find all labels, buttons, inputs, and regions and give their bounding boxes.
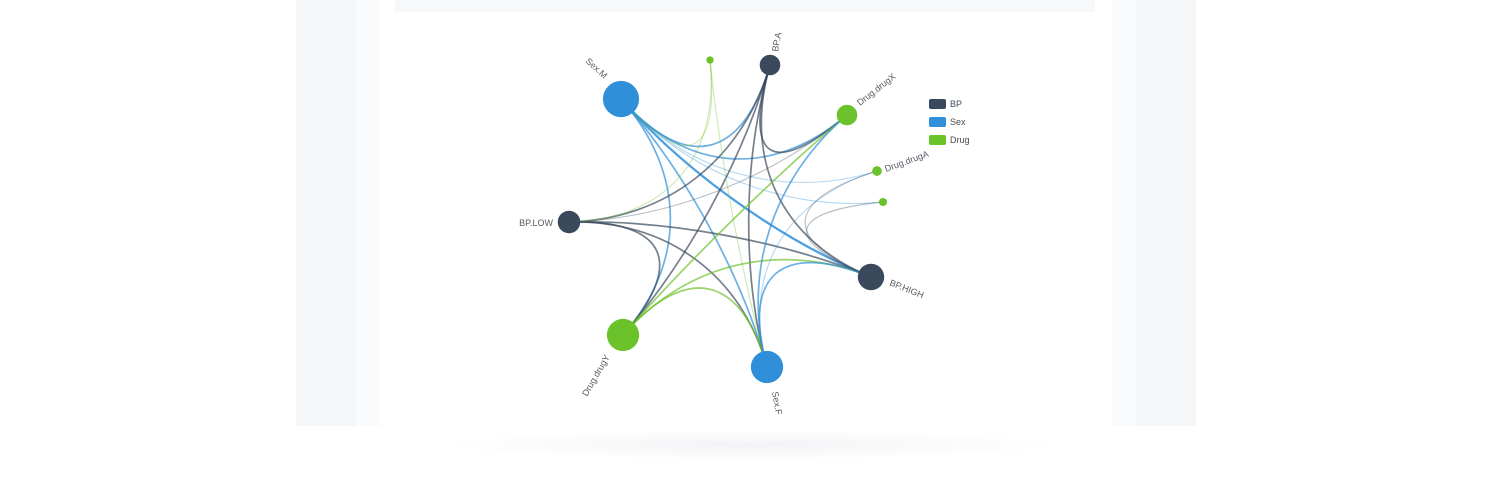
node-drug-drugy[interactable] (606, 318, 640, 352)
link-sex-m-to-drug-drugb (620, 98, 884, 205)
link-bp-a-to-drug-drugx (759, 64, 848, 154)
node-drug-drugx[interactable] (836, 104, 858, 126)
legend-label-bp: BP (950, 99, 962, 109)
legend-label-drug: Drug (950, 135, 970, 145)
labels-layer: BP.A Drug.drugX Drug.drugA BP.HIGH Sex.F Drug… (519, 32, 930, 416)
link-drug-drugy-to-sex-f (622, 287, 768, 368)
link-sex-m-to-bp-a (620, 64, 771, 148)
link-bp-low-to-drug-drugx (568, 114, 848, 223)
link-sex-m-to-bp-high (619, 97, 873, 279)
link-bp-low-to-drug-drugy (568, 221, 661, 336)
legend-label-sex: Sex (950, 117, 966, 127)
node-label-drug-drugy: Drug.drugY (580, 353, 612, 398)
background-bottom-shadow (440, 430, 1060, 460)
link-drug-drugc-to-sex-f (709, 59, 768, 368)
node-bp-high[interactable] (857, 263, 885, 291)
link-drug-drugy-to-drug-drugx (622, 114, 848, 336)
link-drug-drugc-to-sex-m (620, 59, 713, 146)
link-bp-a-to-sex-f (747, 64, 771, 368)
node-sex-f[interactable] (750, 350, 784, 384)
link-sex-m-to-sex-f (620, 98, 768, 368)
node-bp-low[interactable] (557, 210, 581, 234)
node-drug-drugb[interactable] (878, 197, 888, 207)
legend-swatch-bp (929, 99, 946, 109)
link-bp-a-to-bp-low (568, 64, 771, 223)
node-label-sex-m: Sex.M (584, 56, 610, 81)
background-frame-right (1136, 0, 1196, 426)
background-frame-left (296, 0, 356, 426)
background-frame-right-inner (1112, 0, 1136, 426)
link-bp-low-to-bp-high (568, 220, 872, 278)
node-label-drug-druga: Drug.drugA (883, 149, 930, 174)
link-bp-high-to-drug-drugb (806, 201, 884, 278)
links-layer (568, 59, 884, 368)
node-label-drug-drugx: Drug.drugX (855, 71, 897, 107)
node-label-bp-high: BP.HIGH (888, 278, 925, 301)
node-label-sex-f: Sex.F (770, 391, 784, 416)
nodes-layer (557, 54, 888, 384)
link-bp-a-to-drug-drugy (622, 64, 771, 336)
link-drug-drugc-to-bp-low (568, 59, 712, 223)
link-sex-f-to-drug-drugx (757, 114, 848, 368)
link-bp-a-to-bp-high (760, 64, 872, 278)
legend-swatch-drug (929, 135, 946, 145)
link-bp-high-to-drug-druga (804, 170, 878, 278)
background-frame-left-inner (356, 0, 380, 426)
node-drug-drugc[interactable] (706, 56, 714, 64)
node-label-bp-a: BP.A (770, 32, 783, 53)
legend-swatch-sex (929, 117, 946, 127)
node-drug-druga[interactable] (872, 166, 882, 176)
node-label-bp-low: BP.LOW (519, 218, 553, 228)
background-top-strip (395, 0, 1095, 12)
node-bp-a[interactable] (759, 54, 781, 76)
node-sex-m[interactable] (602, 80, 640, 118)
link-sex-f-to-bp-high (758, 261, 872, 368)
link-sex-f-to-drug-druga (759, 170, 878, 368)
